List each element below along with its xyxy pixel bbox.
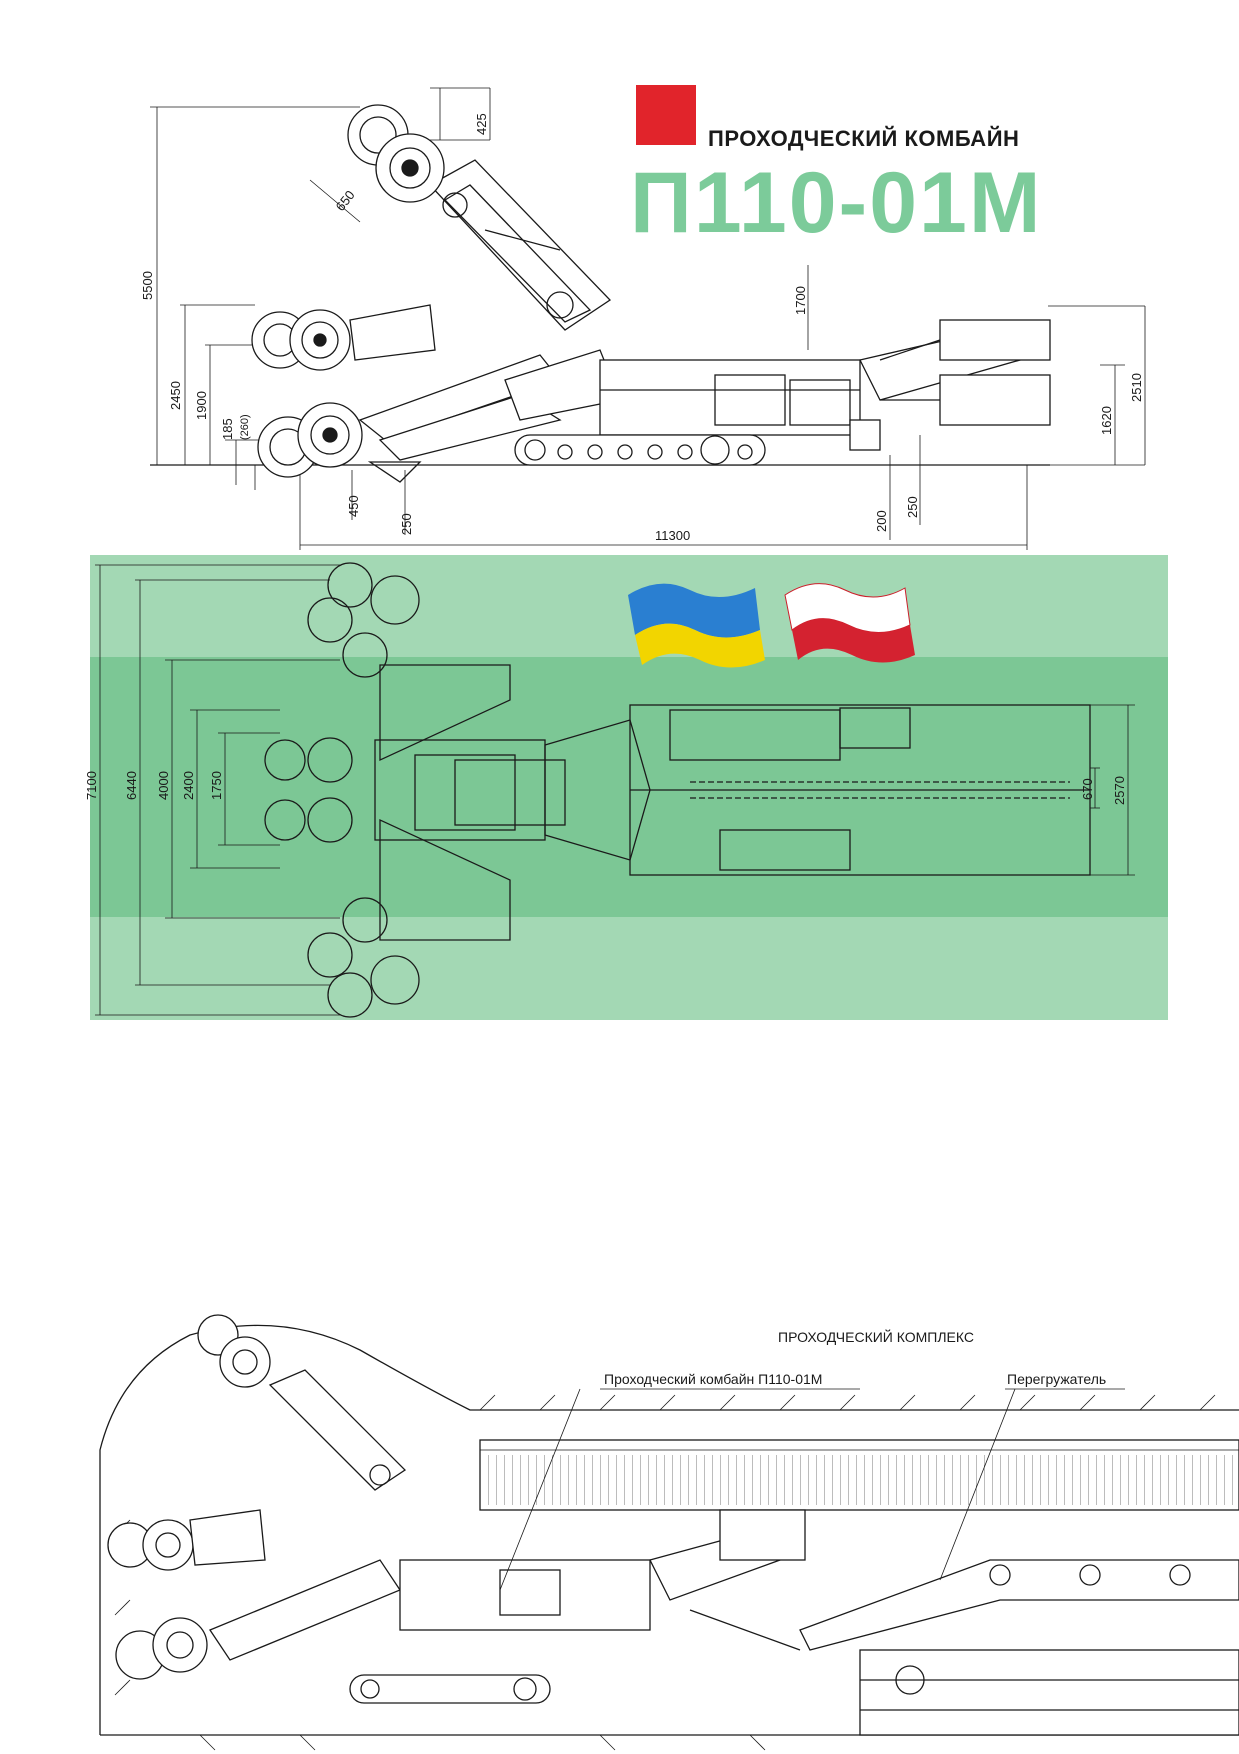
dim-5500: 5500 xyxy=(140,271,155,300)
dim-1620: 1620 xyxy=(1099,406,1114,435)
dim-1700: 1700 xyxy=(793,286,808,315)
dim-7100: 7100 xyxy=(84,771,99,800)
dim-250-right: 250 xyxy=(905,496,920,518)
complex-reloader xyxy=(689,1559,1239,1736)
dim-650: 650 xyxy=(333,188,358,214)
dim-670: 670 xyxy=(1080,778,1095,800)
combine-body xyxy=(358,319,1051,461)
label-combine: Проходческий комбайн П110-01М xyxy=(604,1371,822,1387)
belt-conveyor xyxy=(479,1439,1239,1511)
complex-combine xyxy=(107,1314,806,1704)
complex-title: ПРОХОДЧЕСКИЙ КОМПЛЕКС xyxy=(778,1328,974,1345)
dim-1900: 1900 xyxy=(194,391,209,420)
dim-2570: 2570 xyxy=(1112,776,1127,805)
dim-425: 425 xyxy=(474,113,489,135)
dim-260: (260) xyxy=(239,414,251,440)
poland-flag xyxy=(784,583,915,663)
ukraine-flag xyxy=(628,583,765,668)
dim-4000: 4000 xyxy=(156,771,171,800)
dim-2400: 2400 xyxy=(181,771,196,800)
dim-1750: 1750 xyxy=(209,771,224,800)
leader-reloader xyxy=(939,1388,1016,1581)
dim-450: 450 xyxy=(346,495,361,517)
top-view-frame xyxy=(374,664,1091,941)
top-view-cutters xyxy=(264,562,420,1018)
tunnel-roof xyxy=(99,1324,1239,1735)
brand-subtitle: ПРОХОДЧЕСКИЙ КОМБАЙН xyxy=(708,126,1020,151)
complex-view-drawing: ПРОХОДЧЕСКИЙ КОМПЛЕКС Проходческий комба… xyxy=(99,1314,1239,1751)
top-view-drawing: 7100 6440 4000 2400 1750 670 2570 xyxy=(84,562,1135,1018)
roof-hatching xyxy=(114,1394,1216,1751)
dim-6440: 6440 xyxy=(124,771,139,800)
top-dim-lines xyxy=(95,564,1135,1016)
raised-boom xyxy=(347,104,612,331)
dim-2510: 2510 xyxy=(1129,373,1144,402)
brand-model-title: П110-01М xyxy=(630,155,1043,251)
dim-250-left: 250 xyxy=(399,513,414,535)
leader-combine xyxy=(499,1388,581,1591)
loading-apron xyxy=(367,461,422,483)
label-reloader: Перегружатель xyxy=(1007,1371,1106,1387)
top-view-inner-band xyxy=(90,657,1168,917)
side-view-drawing: 5500 425 650 1700 2450 1900 185 (260) 45… xyxy=(140,87,1146,550)
dim-185: 185 xyxy=(220,418,235,440)
dim-2450: 2450 xyxy=(168,381,183,410)
crawler-track xyxy=(514,434,766,466)
dim-200: 200 xyxy=(874,510,889,532)
brand-red-square xyxy=(636,85,696,145)
dim-11300: 11300 xyxy=(655,528,690,543)
lowered-cutter-heads xyxy=(251,304,436,478)
